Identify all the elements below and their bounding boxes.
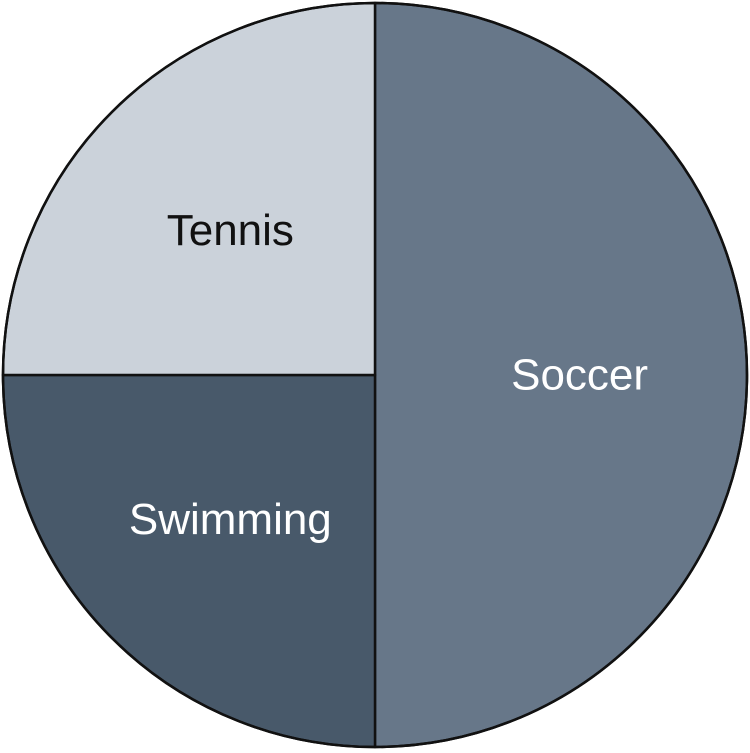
pie-label-soccer: Soccer bbox=[511, 351, 648, 400]
pie-label-tennis: Tennis bbox=[167, 206, 294, 255]
pie-slice-tennis bbox=[1, 1, 377, 377]
pie-slice-swimming bbox=[1, 373, 377, 749]
pie-label-swimming: Swimming bbox=[129, 495, 332, 544]
